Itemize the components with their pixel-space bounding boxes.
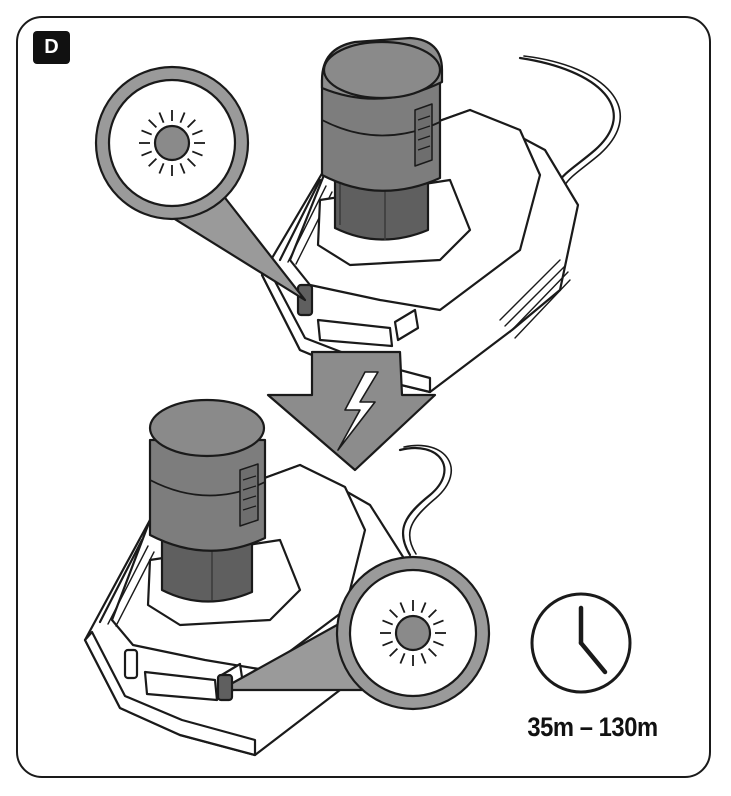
lightning-bolt-icon <box>337 371 379 451</box>
clock-icon <box>530 592 632 694</box>
top-battery <box>320 36 444 241</box>
step-badge: D <box>33 31 70 64</box>
top-indicator-callout <box>94 65 307 302</box>
bottom-battery <box>148 398 267 603</box>
bottom-indicator-callout <box>216 555 491 711</box>
charging-light-icon <box>153 124 191 162</box>
charge-time-label: 35m – 130m <box>527 712 658 742</box>
charging-light-icon <box>394 614 432 652</box>
down-arrow <box>266 350 437 472</box>
top-charger <box>260 55 621 394</box>
